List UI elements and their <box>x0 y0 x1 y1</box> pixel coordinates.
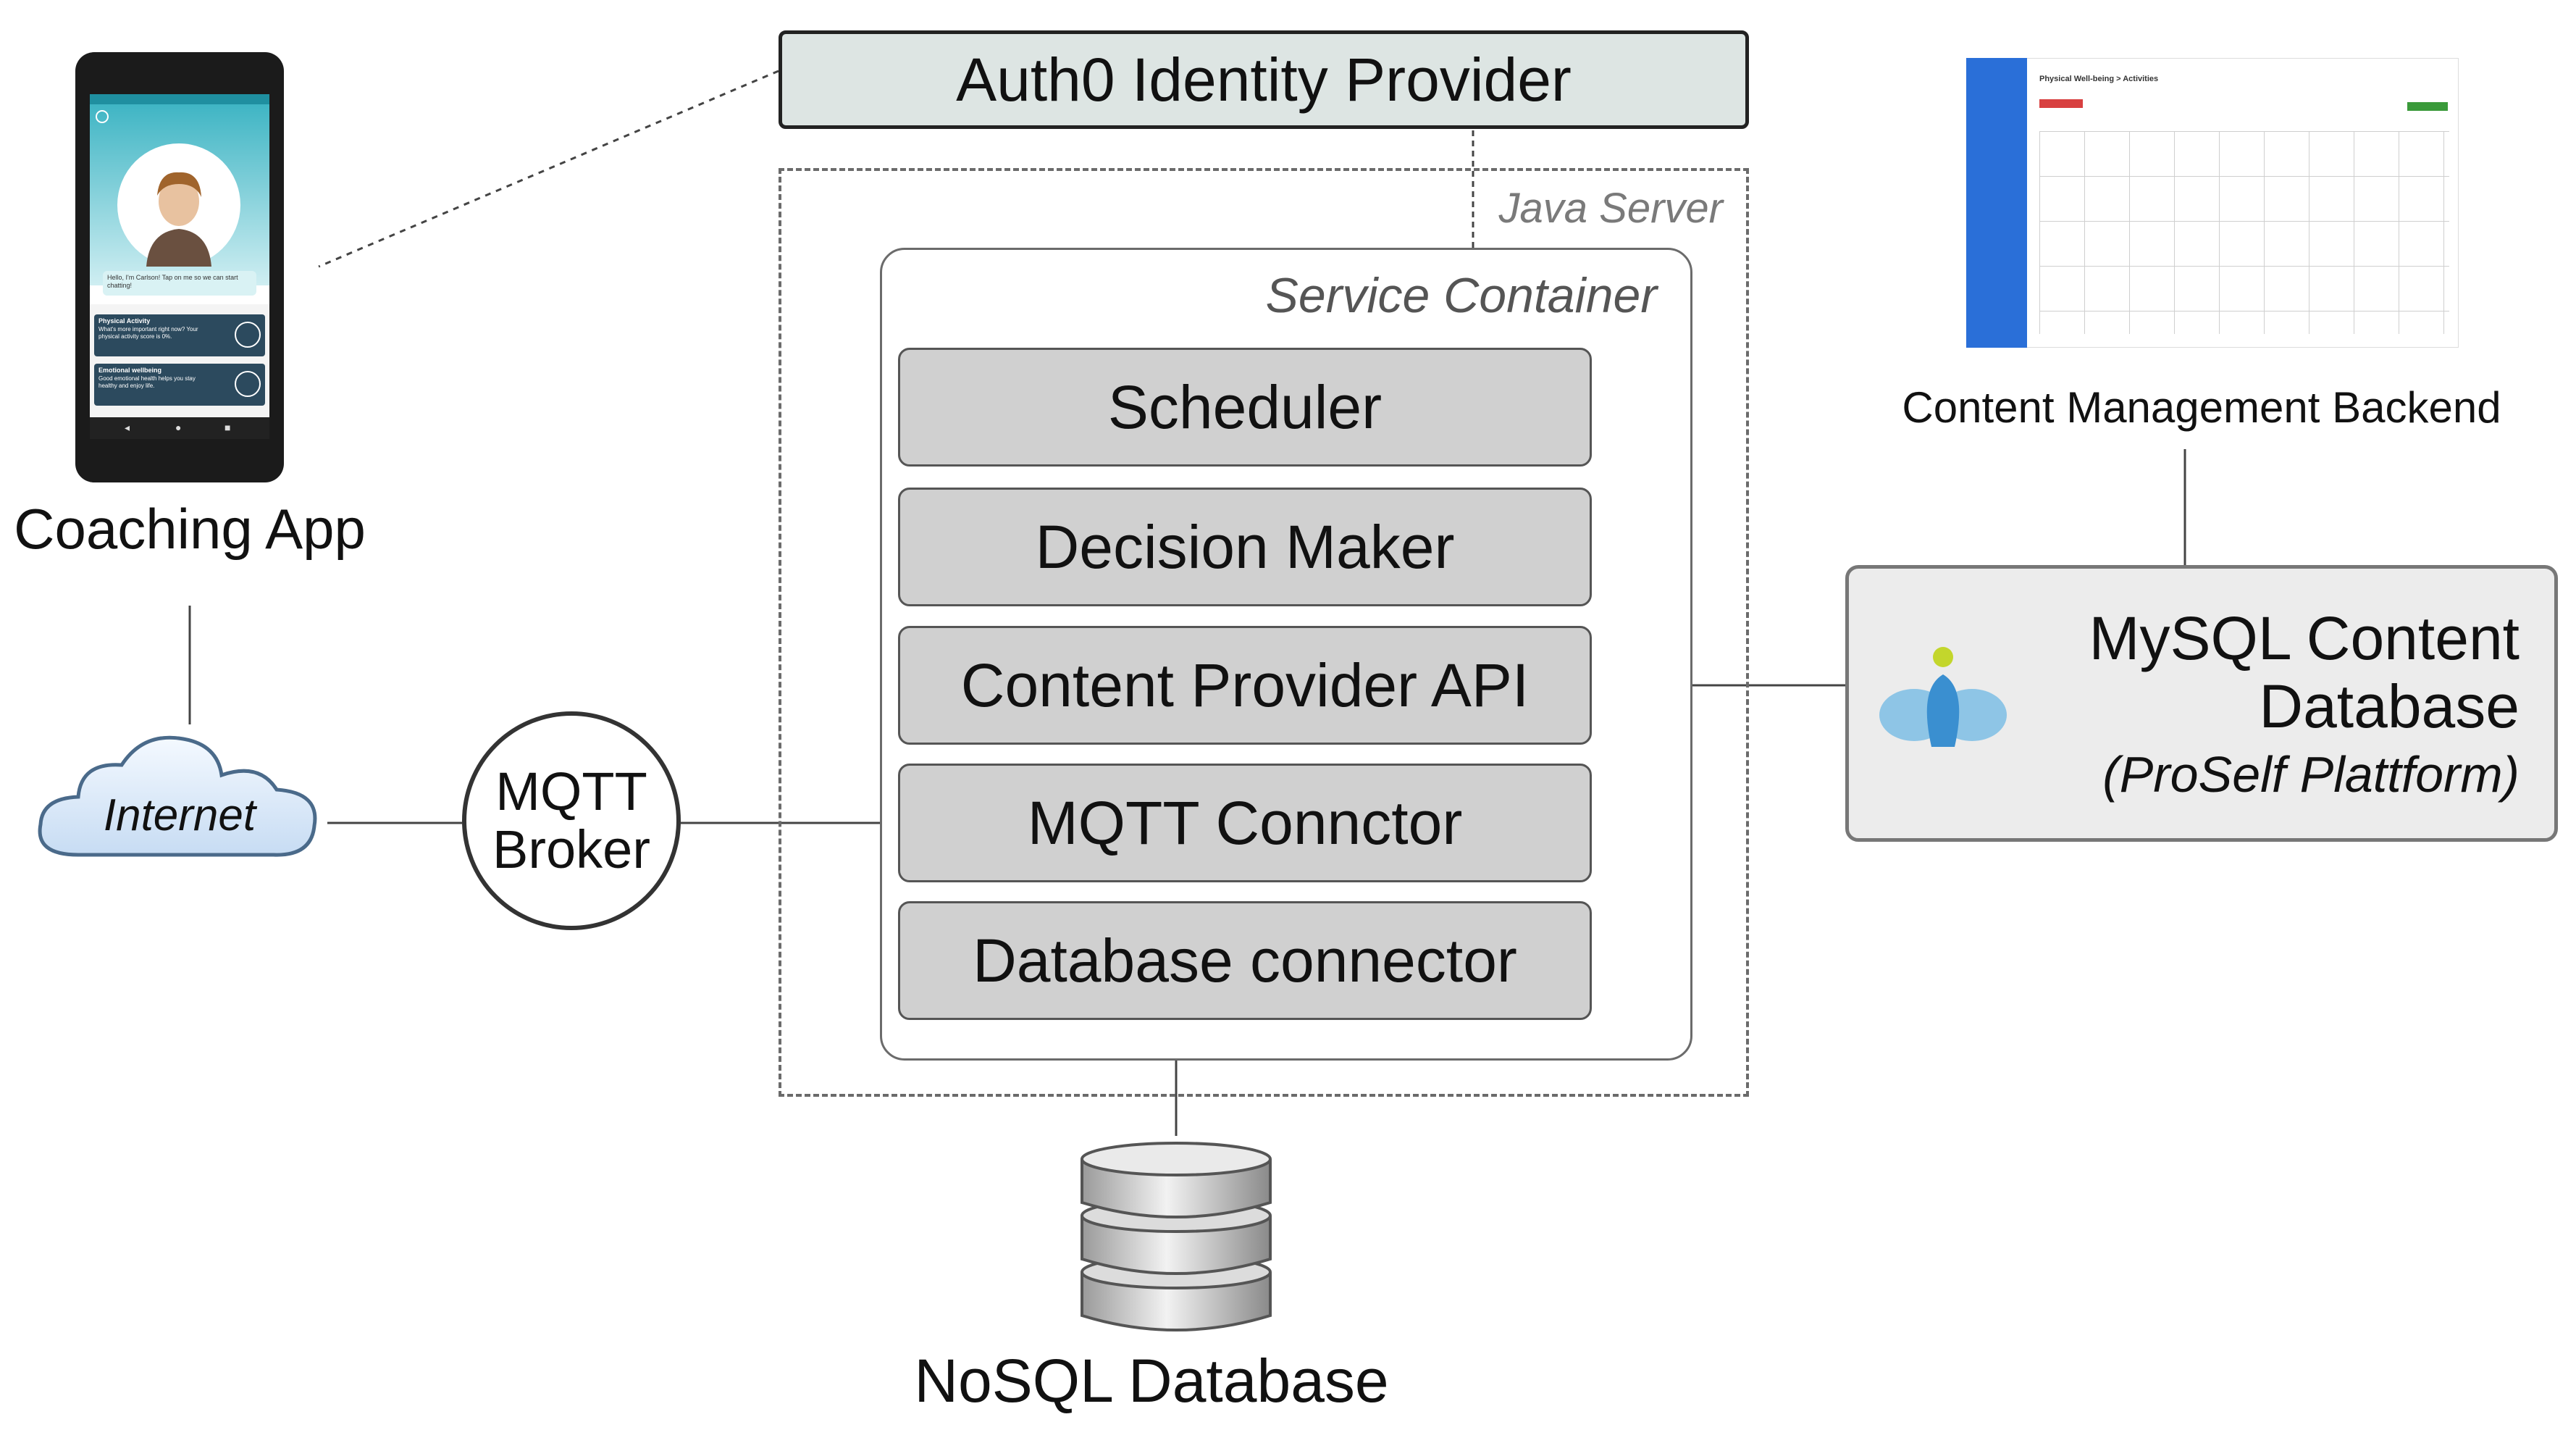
proself-logo-icon <box>1879 647 2007 747</box>
coaching-app-label: Coaching App <box>14 497 366 561</box>
mysql-label-line1: MySQL Content <box>2089 604 2520 672</box>
mysql-label-line2: Database <box>2259 672 2520 740</box>
mqtt-broker: MQTT Broker <box>462 711 681 930</box>
internet-cloud-icon <box>38 735 317 857</box>
module-content-provider-api: Content Provider API <box>898 626 1592 745</box>
chat-bubble[interactable]: Hello, I'm Carlson! Tap on me so we can … <box>103 271 256 296</box>
home-icon[interactable]: ● <box>175 422 182 433</box>
broker-label-line1: MQTT <box>495 761 647 822</box>
auth0-label: Auth0 Identity Provider <box>956 45 1572 114</box>
module-label: MQTT Connctor <box>1027 788 1463 857</box>
card-title: Physical Activity <box>98 317 151 325</box>
avatar[interactable] <box>117 143 240 267</box>
mysql-content-database: MySQL Content Database (ProSelf Plattfor… <box>1845 565 2558 842</box>
cms-grid <box>2039 131 2449 334</box>
mysql-label-line3: (ProSelf Plattform) <box>2102 746 2520 803</box>
card-title: Emotional wellbeing <box>98 367 162 374</box>
phone-screen: Hello, I'm Carlson! Tap on me so we can … <box>90 94 269 439</box>
module-mqtt-connector: MQTT Connctor <box>898 764 1592 882</box>
head-icon <box>235 371 261 397</box>
card-physical-activity[interactable]: Physical Activity What's more important … <box>94 314 265 356</box>
card-text: Good emotional health helps you stay hea… <box>98 375 196 389</box>
running-icon <box>235 322 261 348</box>
module-decision-maker: Decision Maker <box>898 488 1592 606</box>
java-server: Java Server <box>779 168 1749 1097</box>
cms-header: Physical Well-being > Activities <box>2039 75 2159 83</box>
auth0-identity-provider: Auth0 Identity Provider <box>779 30 1749 129</box>
nosql-label: NoSQL Database <box>914 1347 1389 1415</box>
app-logo-icon <box>96 110 109 123</box>
status-bar <box>90 94 269 104</box>
recents-icon[interactable]: ■ <box>225 422 231 433</box>
module-scheduler: Scheduler <box>898 348 1592 467</box>
chat-text: Hello, I'm Carlson! Tap on me so we can … <box>107 274 238 289</box>
java-server-label: Java Server <box>1498 185 1723 232</box>
cms-add-button[interactable] <box>2407 102 2448 111</box>
cms-sidebar <box>1966 58 2027 348</box>
module-database-connector: Database connector <box>898 901 1592 1020</box>
module-label: Scheduler <box>1107 372 1383 441</box>
database-cylinder-icon <box>1081 1142 1272 1331</box>
module-label: Decision Maker <box>1035 512 1455 581</box>
card-text: What's more important right now? Your ph… <box>98 326 198 340</box>
module-label: Content Provider API <box>960 651 1530 719</box>
internet-label: Internet <box>103 790 256 840</box>
coach-avatar-icon <box>146 172 211 267</box>
android-nav-bar: ◂ ● ■ <box>90 417 269 439</box>
broker-label-line2: Broker <box>492 819 650 879</box>
service-container-label: Service Container <box>1265 268 1657 323</box>
cms-label: Content Management Backend <box>1902 383 2501 432</box>
auth0-to-app-link <box>318 70 779 268</box>
module-label: Database connector <box>973 926 1517 995</box>
back-icon[interactable]: ◂ <box>125 422 130 433</box>
cms-tab-active[interactable] <box>2039 99 2083 108</box>
card-emotional-wellbeing[interactable]: Emotional wellbeing Good emotional healt… <box>94 364 265 406</box>
cms-screenshot: Physical Well-being > Activities <box>1966 58 2459 348</box>
